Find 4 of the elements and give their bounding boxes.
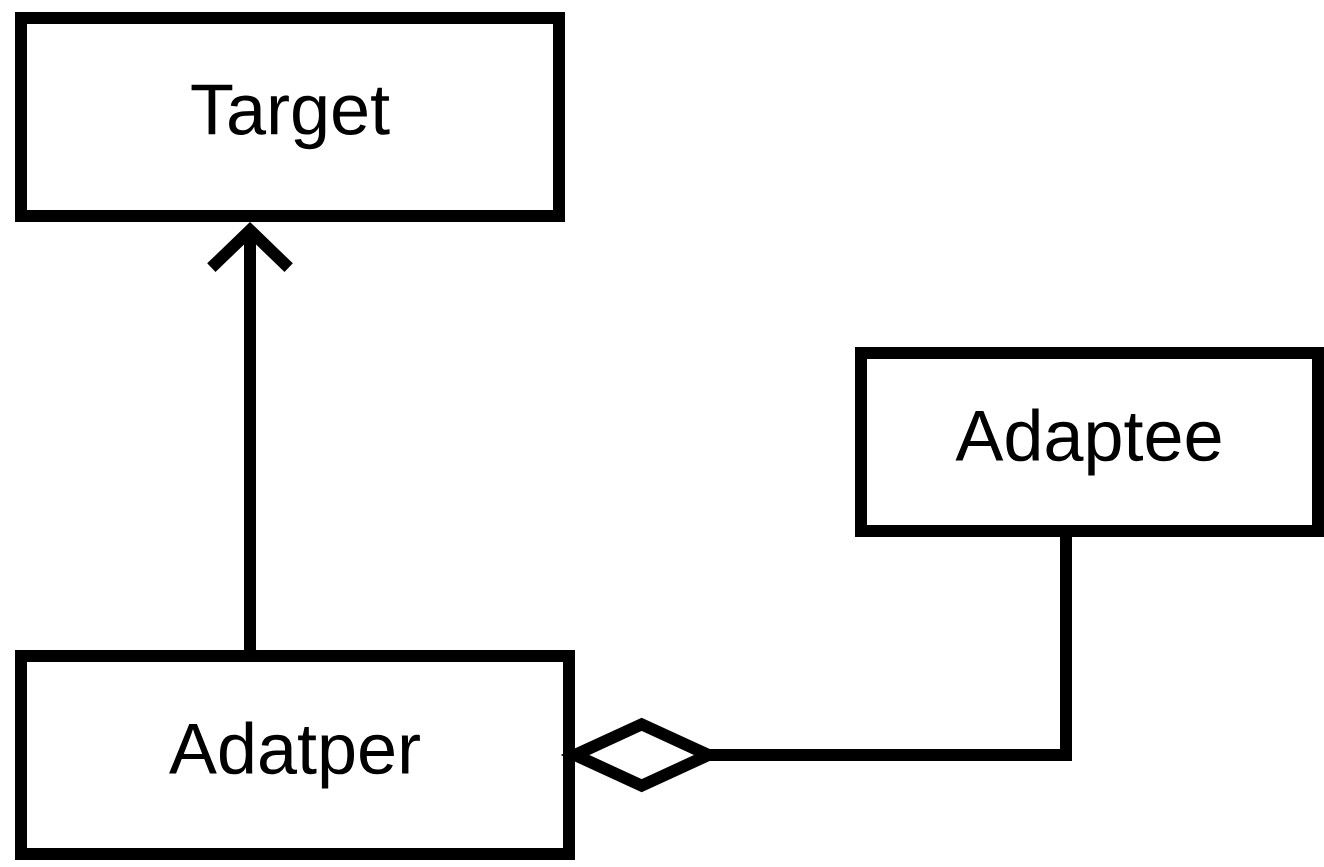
class-box: Target: [15, 12, 565, 222]
class-box: Adatper: [15, 650, 575, 860]
class-box: Adaptee: [855, 347, 1324, 537]
arrow: [207, 222, 293, 650]
